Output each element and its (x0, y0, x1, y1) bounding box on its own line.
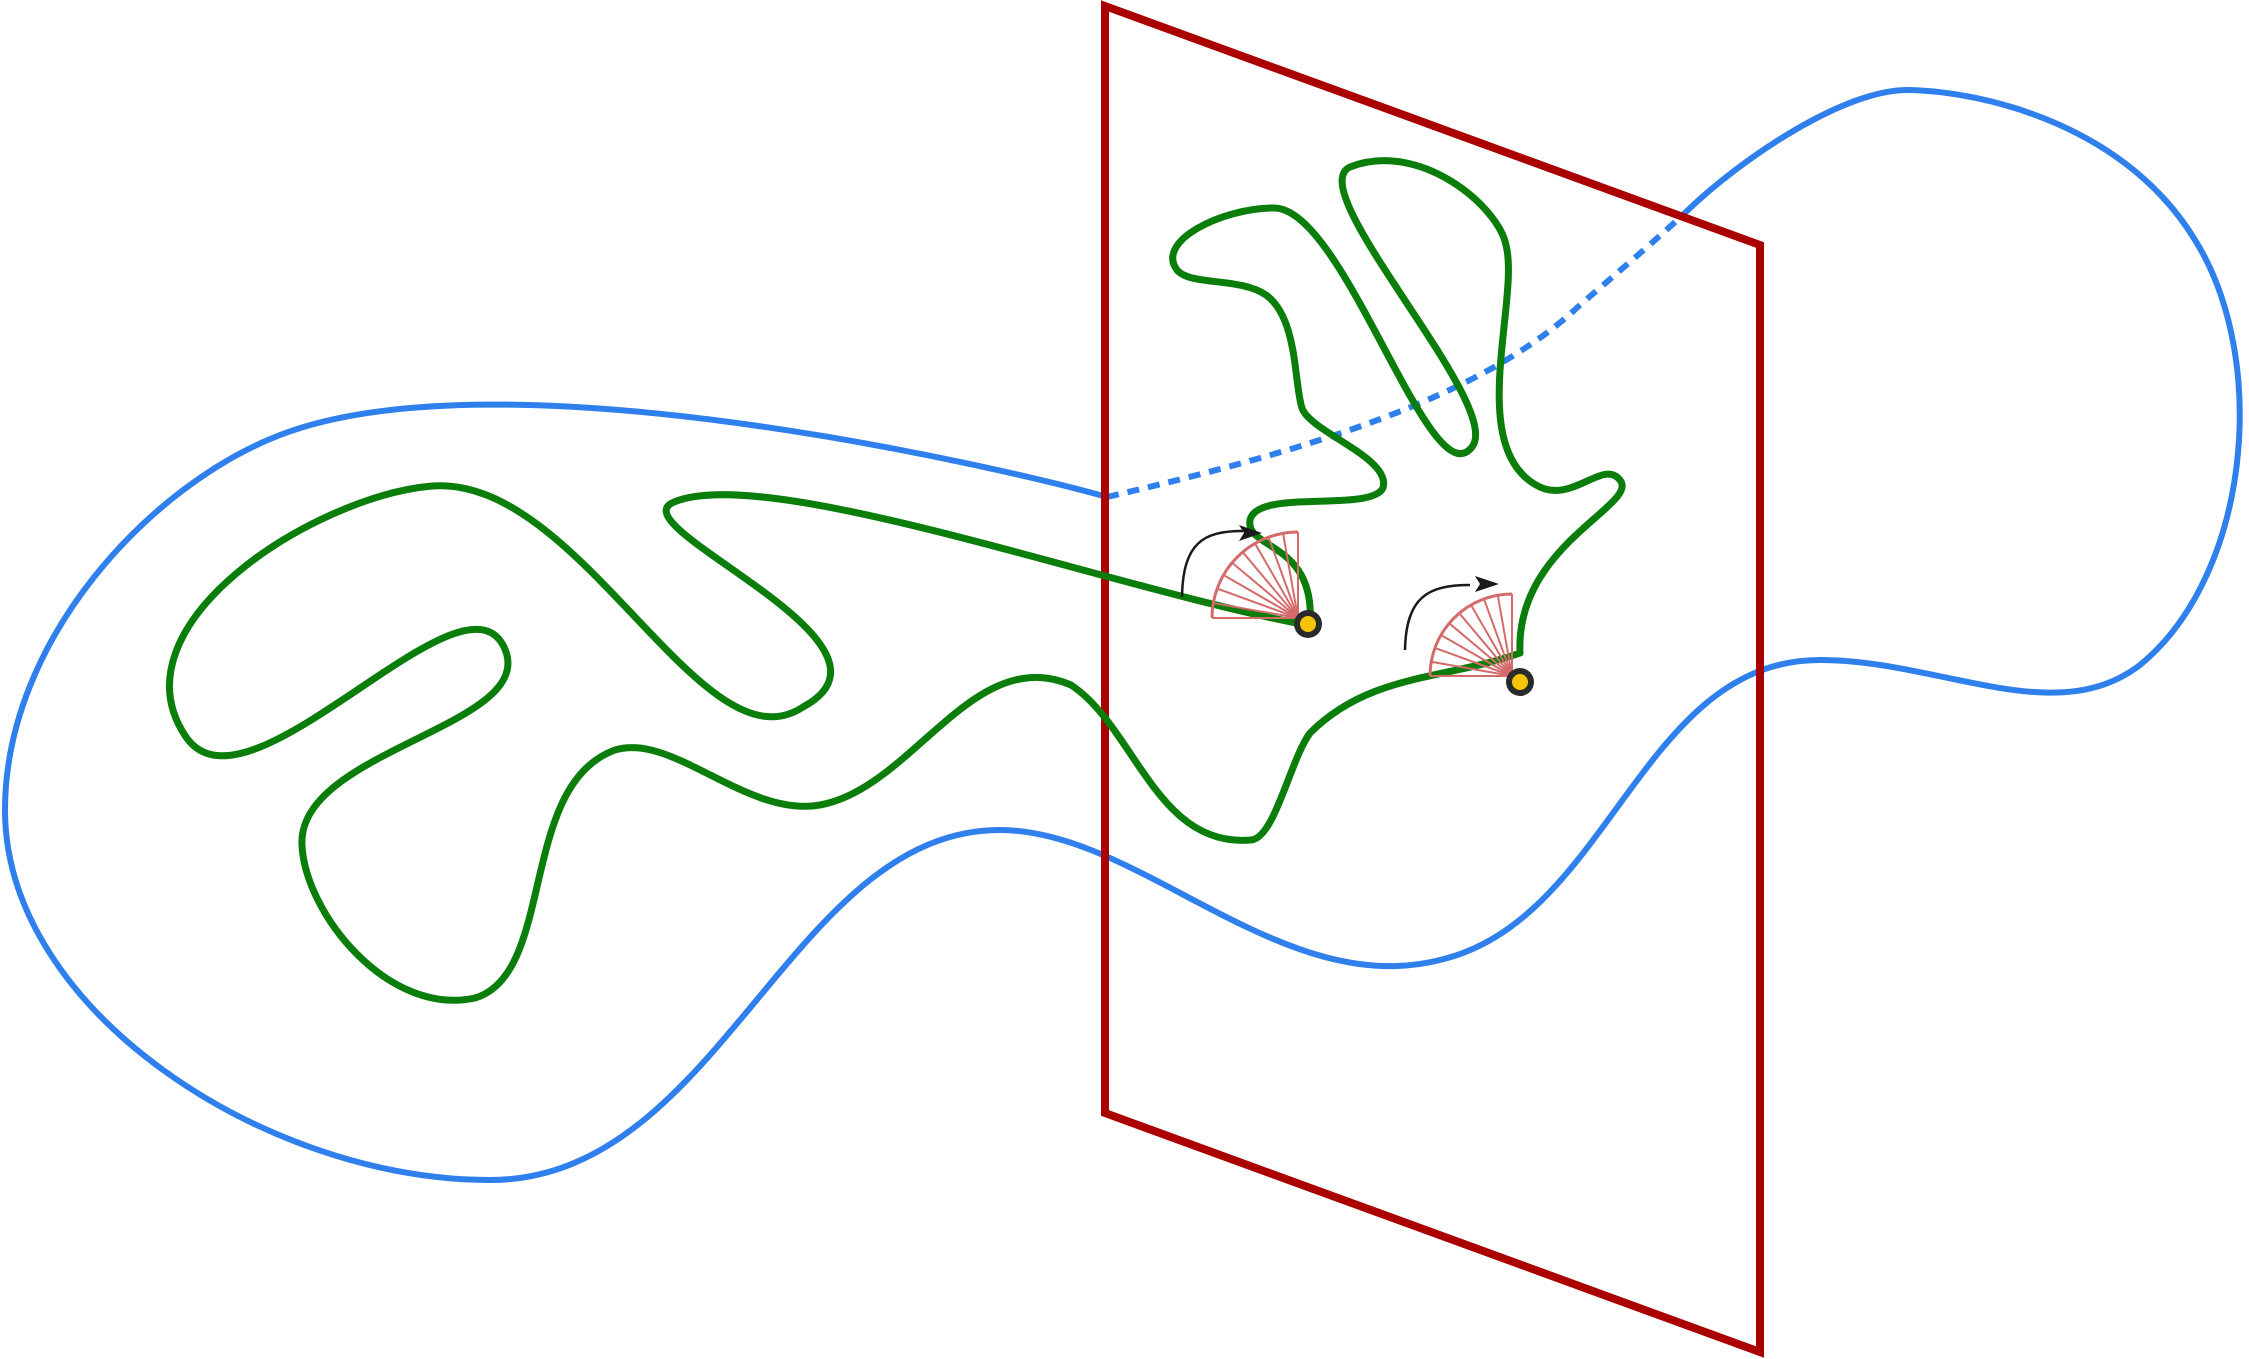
fan-ray (1216, 587, 1299, 619)
angle-fan (1428, 592, 1513, 677)
marked-point (1506, 668, 1534, 696)
plane (1101, 0, 1764, 1358)
fan-ray (1231, 561, 1299, 619)
fan-ray (1440, 634, 1513, 677)
fan-ray (1282, 533, 1299, 619)
fan-ray (1434, 647, 1513, 677)
fan-ray (1267, 536, 1299, 619)
fan-arc (1428, 592, 1513, 677)
blue-curve (1, 86, 2243, 1184)
fan-ray (1241, 551, 1299, 619)
fan-ray (1254, 543, 1299, 619)
blue-curve-hidden-segment (1106, 207, 1691, 500)
fan-ray (1223, 574, 1299, 619)
angle-fan (1210, 530, 1299, 619)
fan-ray (1448, 622, 1513, 677)
fan-ray (1431, 660, 1513, 677)
fan-ray (1213, 602, 1299, 619)
fan-ray (1470, 604, 1513, 677)
marked-point (1294, 610, 1322, 638)
fan-ray (1496, 595, 1513, 677)
rotation-arrow-icon (1403, 583, 1471, 651)
green-curve (166, 157, 1626, 1004)
arrowhead-icon (1475, 576, 1499, 592)
rotation-arrow-icon (1180, 529, 1244, 598)
fan-arc (1210, 530, 1299, 619)
arrowhead-icon (1239, 525, 1262, 541)
fan-ray (1458, 612, 1513, 677)
fan-ray (1483, 598, 1513, 677)
